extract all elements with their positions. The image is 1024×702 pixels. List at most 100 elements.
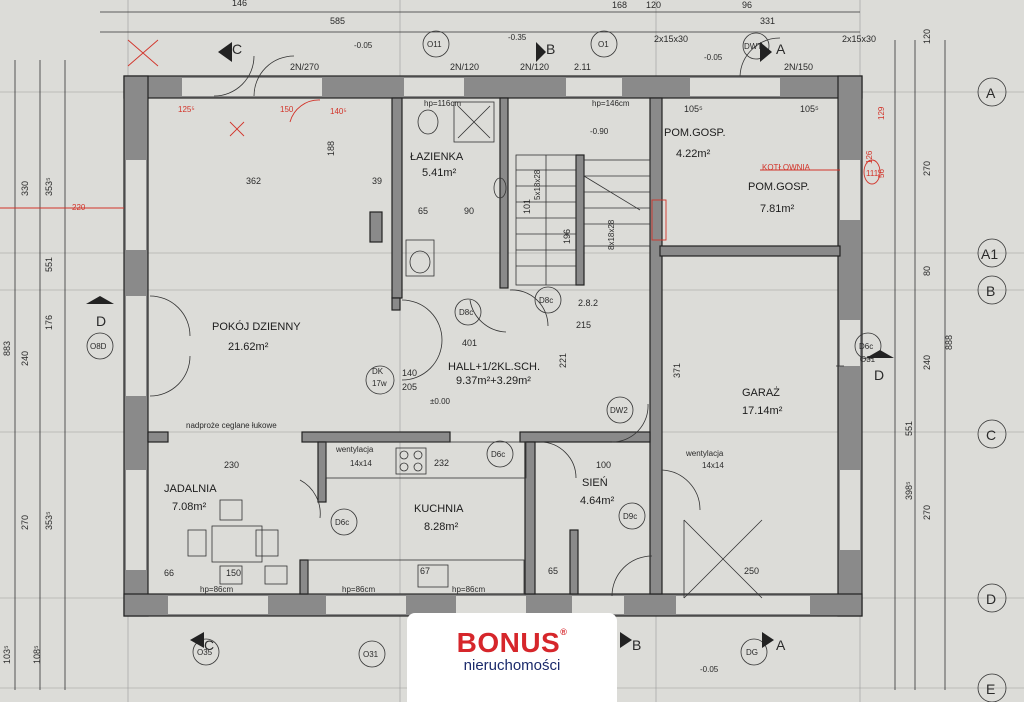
level-005a: -0.05 bbox=[354, 41, 373, 50]
bonus-logo: BONUS® nieruchomości bbox=[407, 613, 617, 702]
room-garaz-area: 17.14m² bbox=[742, 405, 783, 417]
room-jadalnia-area: 7.08m² bbox=[172, 501, 207, 513]
level-035: -0.35 bbox=[508, 33, 527, 42]
red-note-2: 125⁵ bbox=[178, 105, 195, 114]
dim-left-9: 103⁵ bbox=[2, 645, 12, 664]
room-sien-name: SIEŃ bbox=[582, 476, 608, 489]
label-wentylacja-size-1: 14x14 bbox=[350, 459, 372, 468]
dim-right-2: 80 bbox=[922, 266, 932, 276]
label-wentylacja-1: wentylacja bbox=[335, 445, 374, 454]
room-pomgosp2-note: KOTŁOWNIA bbox=[762, 163, 811, 172]
door-tag-7: D6c bbox=[859, 342, 873, 351]
dim-int-24: 105⁵ bbox=[800, 104, 819, 114]
dim-int-1: 362 bbox=[246, 176, 261, 186]
room-pokoj-area: 21.62m² bbox=[228, 341, 269, 353]
red-note-7: 56 bbox=[877, 169, 886, 178]
logo-brand: BONUS® bbox=[407, 627, 617, 659]
dim-int-20: 150 bbox=[226, 568, 241, 578]
level-090: -0.90 bbox=[590, 127, 609, 136]
door-tag-13: O8D bbox=[90, 342, 107, 351]
logo-brand-text: BONUS bbox=[456, 627, 561, 658]
label-hp86-3: hp=86cm bbox=[452, 585, 485, 594]
red-note-8: 111 bbox=[866, 169, 879, 178]
red-note-5: 129 bbox=[877, 106, 886, 120]
room-pomgosp1-area: 4.22m² bbox=[676, 148, 711, 160]
dim-left-5: 240 bbox=[20, 351, 30, 366]
label-wentylacja-size-2: 14x14 bbox=[702, 461, 724, 470]
dim-int-19: 66 bbox=[164, 568, 174, 578]
label-hp86-1: hp=86cm bbox=[200, 585, 233, 594]
dim-top-11: 168 bbox=[612, 0, 627, 10]
room-sien-area: 4.64m² bbox=[580, 495, 615, 507]
dim-left-7: 270 bbox=[20, 515, 30, 530]
room-hall-area: 9.37m²+3.29m² bbox=[456, 375, 531, 387]
dim-left-6: 883 bbox=[2, 341, 12, 356]
door-tag-5: D9c bbox=[623, 512, 637, 521]
dim-int-6: 101 bbox=[522, 199, 532, 214]
section-d-right: D bbox=[874, 367, 884, 383]
dim-left-1: 330 bbox=[20, 181, 30, 196]
door-tag-3: D6c bbox=[491, 450, 505, 459]
level-000: ±0.00 bbox=[430, 397, 451, 406]
dim-top-9: 2x15x30 bbox=[842, 34, 876, 44]
level-005b: -0.05 bbox=[704, 53, 723, 62]
dim-top-2: 331 bbox=[760, 16, 775, 26]
dim-top-13: 120 bbox=[646, 0, 661, 10]
dim-int-8: 401 bbox=[462, 338, 477, 348]
axis-d: D bbox=[986, 591, 996, 607]
red-note-4: 140⁵ bbox=[330, 107, 347, 116]
dim-int-18: 250 bbox=[744, 566, 759, 576]
door-tag-6: DW2 bbox=[610, 406, 628, 415]
label-dk: DK bbox=[372, 367, 384, 376]
section-c-bottom: C bbox=[204, 637, 214, 653]
door-tag-9: O35 bbox=[197, 648, 213, 657]
door-tag-4: D6c bbox=[335, 518, 349, 527]
room-kuchnia-area: 8.28m² bbox=[424, 521, 459, 533]
section-b-bottom: B bbox=[632, 637, 641, 653]
dim-int-10: 2.8.2 bbox=[578, 298, 598, 308]
dim-int-14: 371 bbox=[672, 363, 682, 378]
label-hp116: hp=116cm bbox=[424, 99, 461, 108]
room-kuchnia-name: KUCHNIA bbox=[414, 503, 464, 515]
section-a-bottom: A bbox=[776, 637, 786, 653]
room-pomgosp2-name: POM.GOSP. bbox=[748, 181, 810, 193]
dim-int-12: 205 bbox=[402, 382, 417, 392]
dim-top-5: 2N/120 bbox=[520, 62, 549, 72]
dim-int-7: 196 bbox=[562, 229, 572, 244]
dim-top-1: 585 bbox=[330, 16, 345, 26]
section-d-left: D bbox=[96, 313, 106, 329]
room-lazienka-area: 5.41m² bbox=[422, 167, 457, 179]
dim-int-13: 221 bbox=[558, 353, 568, 368]
door-tag-10: O11 bbox=[427, 40, 442, 49]
logo-reg: ® bbox=[560, 627, 568, 637]
label-nadproze: nadproże ceglane łukowe bbox=[186, 421, 277, 430]
door-tag-11: O1 bbox=[598, 40, 609, 49]
dim-int-4: 90 bbox=[464, 206, 474, 216]
dim-int-9: 215 bbox=[576, 320, 591, 330]
room-pomgosp2-area: 7.81m² bbox=[760, 203, 795, 215]
level-005c: -0.05 bbox=[700, 665, 719, 674]
label-stairs2: 8x18x28 bbox=[607, 219, 616, 250]
dim-int-3: 65 bbox=[418, 206, 428, 216]
dim-top-3: 2N/270 bbox=[290, 62, 319, 72]
red-note-3: 150 bbox=[280, 105, 294, 114]
dim-right-6: 270 bbox=[922, 505, 932, 520]
dim-left-8: 353⁵ bbox=[44, 511, 54, 530]
room-pokoj-name: POKÓJ DZIENNY bbox=[212, 320, 301, 333]
dim-right-8: 120 bbox=[922, 29, 932, 44]
room-pomgosp1-name: POM.GOSP. bbox=[664, 127, 726, 139]
dim-left-10: 108⁵ bbox=[32, 645, 42, 664]
dim-left-4: 176 bbox=[44, 315, 54, 330]
axis-a1: A1 bbox=[981, 246, 998, 262]
axis-b: B bbox=[986, 283, 995, 299]
dim-top-4: 2N/120 bbox=[450, 62, 479, 72]
dim-int-23: 105⁵ bbox=[684, 104, 703, 114]
dim-top-12: 96 bbox=[742, 0, 752, 10]
dim-top-8: 2x15x30 bbox=[654, 34, 688, 44]
label-dk-sub: 17w bbox=[372, 379, 387, 388]
room-garaz-name: GARAŻ bbox=[742, 386, 780, 399]
dim-int-21: 67 bbox=[420, 566, 430, 576]
dim-right-1: 270 bbox=[922, 161, 932, 176]
door-tag-2: D8c bbox=[539, 296, 553, 305]
